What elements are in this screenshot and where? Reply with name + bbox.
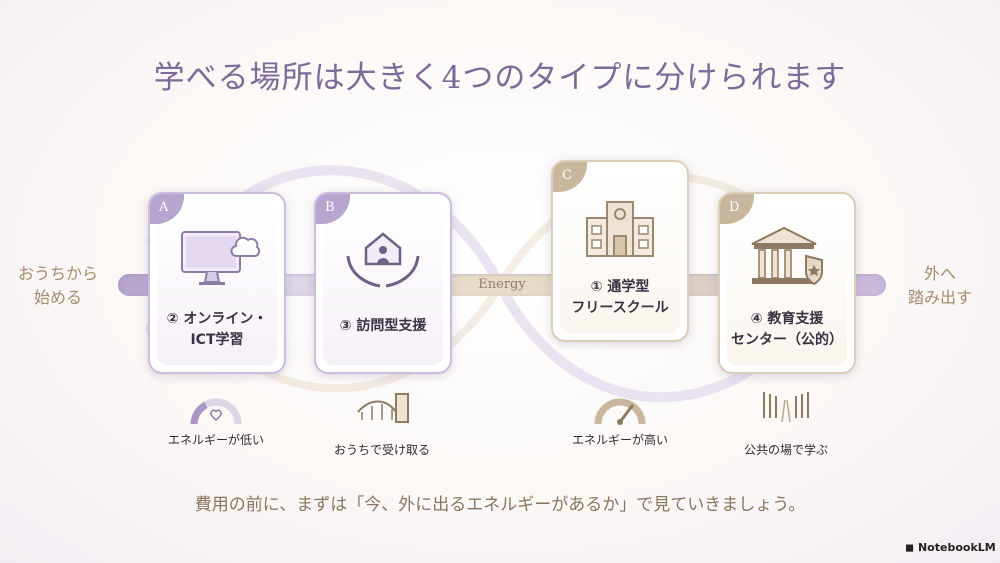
card-b-home-visit[interactable]: B ③ 訪問型支援 xyxy=(314,192,452,374)
brand-name: NotebookLM xyxy=(917,541,996,554)
open-gate-road-icon xyxy=(763,392,809,423)
learn-in-public-label: 公共の場で学ぶ xyxy=(743,443,828,457)
house-hands-icon xyxy=(346,232,420,288)
card-label: ① 通学型 フリースクール xyxy=(571,279,669,316)
start-at-home-label: おうちから 始める xyxy=(18,264,99,307)
door-bridge-icon xyxy=(357,393,409,423)
card-label: ④ 教育支援 センター（公的） xyxy=(731,311,843,348)
school-building-icon xyxy=(586,201,654,257)
high-energy-label: エネルギーが高い xyxy=(571,433,668,447)
energy-flow-bar xyxy=(118,274,886,296)
low-energy-gauge-icon xyxy=(190,398,242,425)
step-outside-label: 外へ 踏み出す xyxy=(907,264,972,307)
card-c-free-school[interactable]: C ① 通学型 フリースクール xyxy=(551,160,689,342)
computer-cloud-icon xyxy=(181,231,261,285)
card-d-support-center[interactable]: D ④ 教育支援 センター（公的） xyxy=(718,192,856,374)
energy-label: Energy xyxy=(478,277,526,292)
low-energy-label: エネルギーが低い xyxy=(167,433,264,447)
card-a-online-ict[interactable]: A ② オンライン・ ICT学習 xyxy=(148,192,286,374)
high-energy-gauge-icon xyxy=(594,398,646,425)
notebooklm-logo: ◼ NotebookLM xyxy=(905,541,996,554)
logo-mark-icon: ◼ xyxy=(905,541,918,554)
footer-message: 費用の前に、まずは「今、外に出るエネルギーがあるか」で見ていきましょう。 xyxy=(194,495,806,515)
page-title: 学べる場所は大きく4つのタイプに分けられます xyxy=(153,60,847,96)
public-building-shield-icon xyxy=(751,226,823,286)
card-label: ③ 訪問型支援 xyxy=(339,318,427,334)
card-label: ② オンライン・ ICT学習 xyxy=(166,311,268,348)
receive-at-home-label: おうちで受け取る xyxy=(333,443,430,457)
